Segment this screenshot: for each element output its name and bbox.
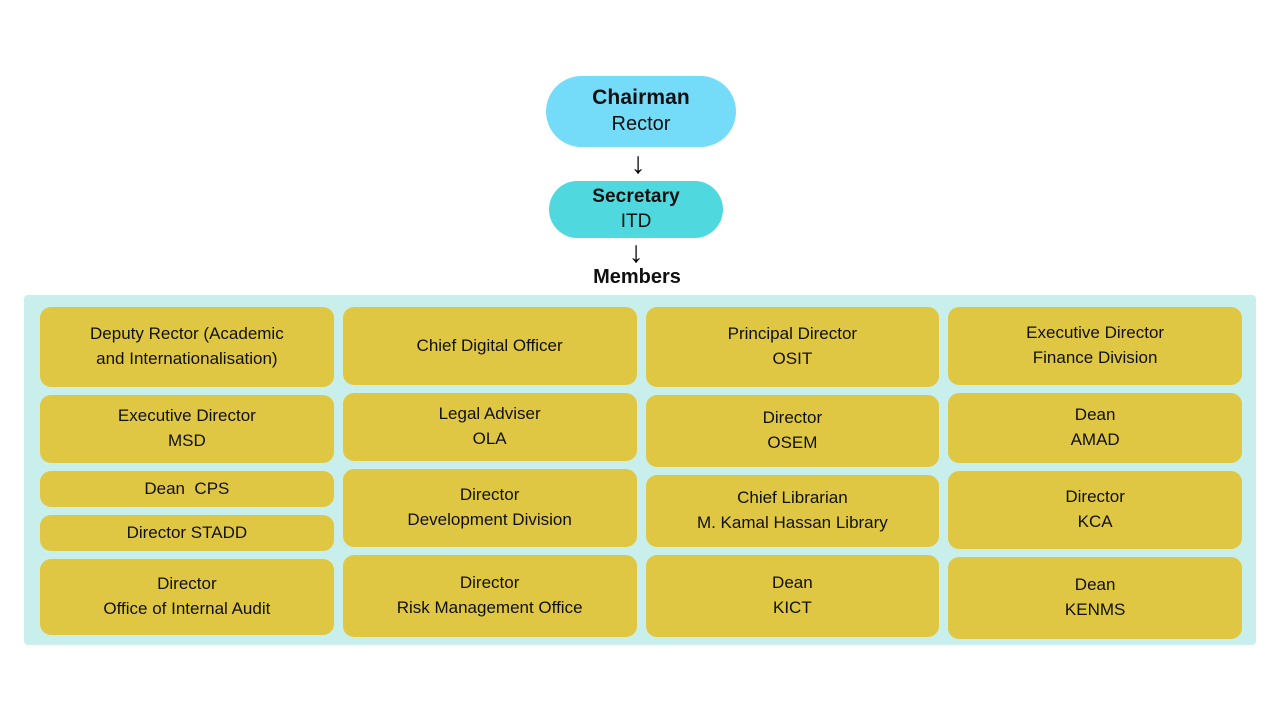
member-box-line-1: Dean — [772, 573, 813, 593]
member-box-line-2: KENMS — [1064, 600, 1126, 619]
down-arrow-icon: ↓ — [628, 236, 644, 269]
member-box-line-1: Principal Director — [727, 324, 858, 344]
member-box-line-2: Risk Management Office — [396, 598, 583, 617]
secretary-unit-label: ITD — [620, 210, 652, 232]
chairman-role-label: Chairman — [592, 86, 690, 110]
secretary-node[interactable]: Secretary ITD — [549, 181, 723, 238]
member-box-line-2: AMAD — [1070, 430, 1120, 449]
chairman-unit-label: Rector — [611, 113, 671, 136]
member-box[interactable]: Deputy Rector (Academic and International… — [40, 307, 334, 387]
member-box[interactable]: Director STADD — [40, 515, 334, 551]
down-arrow-icon: ↓ — [630, 147, 646, 180]
member-box-line-1: Deputy Rector (Academic — [90, 324, 284, 344]
member-box-line-1: Chief Digital Officer — [416, 335, 563, 355]
member-box-line-1: Chief Librarian — [737, 488, 848, 508]
member-box-line-1: Dean — [1074, 575, 1116, 595]
member-box-line-2: Development Division — [407, 510, 572, 529]
secretary-role-label: Secretary — [592, 186, 680, 208]
member-box-line-2: KCA — [1077, 512, 1113, 531]
chairman-node[interactable]: Chairman Rector — [546, 76, 736, 147]
member-box-line-2: OSEM — [767, 433, 818, 452]
member-box-line-1: Director — [157, 574, 217, 594]
member-box[interactable]: Dean CPS — [40, 471, 334, 507]
member-box-line-1: Director — [459, 573, 520, 593]
member-box-line-1: Director — [1065, 487, 1125, 507]
member-box-line-2: Office of Internal Audit — [103, 599, 271, 618]
member-box-line-2: KICT — [773, 598, 812, 617]
members-panel: Deputy Rector (Academic and International… — [24, 295, 1256, 645]
member-box-line-2: M. Kamal Hassan Library — [696, 513, 888, 532]
member-box-line-1: Executive Director — [1026, 323, 1165, 343]
member-box-line-1: Director — [762, 408, 823, 428]
org-chart-top-hierarchy: Chairman Rector ↓ Secretary ITD ↓ Member… — [0, 0, 1280, 295]
member-box-line-1: Dean CPS — [144, 478, 230, 498]
member-box-line-2: Finance Division — [1032, 348, 1158, 367]
member-box-line-1: Director STADD — [126, 522, 248, 542]
members-section-title: Members — [593, 266, 681, 288]
member-box-line-2: OSIT — [772, 349, 813, 368]
member-box-line-2: and Internationalisation) — [96, 349, 278, 368]
member-box-line-1: Legal Adviser — [438, 404, 541, 424]
member-box-line-2: OLA — [472, 429, 507, 448]
member-box[interactable]: Chief Digital Officer — [342, 307, 637, 385]
member-box[interactable]: Chief Librarian M. Kamal Hassan Library — [645, 475, 940, 547]
member-box-line-1: Executive Director — [117, 406, 256, 426]
member-box-line-1: Dean — [1074, 405, 1116, 425]
member-column-1: Deputy Rector (Academic and International… — [40, 307, 334, 635]
member-box-line-2: MSD — [167, 431, 206, 450]
member-box-line-1: Director — [459, 485, 520, 505]
